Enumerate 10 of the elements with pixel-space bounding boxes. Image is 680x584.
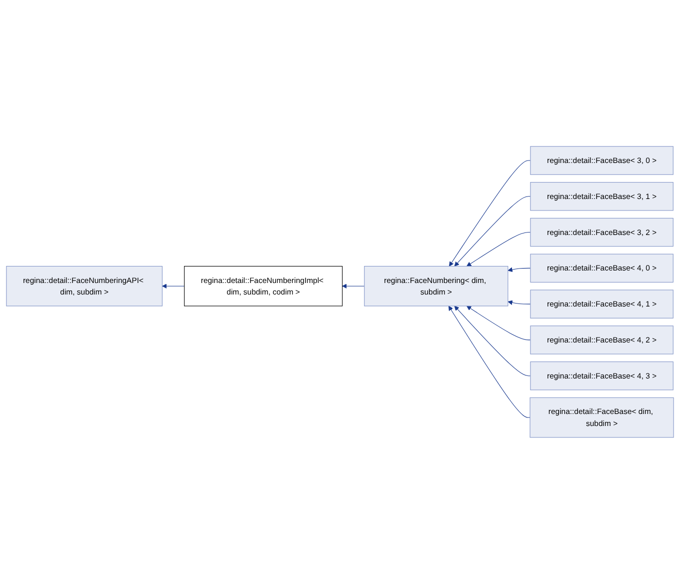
arrow (466, 306, 531, 340)
arrow (454, 196, 531, 267)
arrow (448, 306, 530, 418)
arrow (466, 232, 531, 267)
arrow (454, 306, 531, 376)
arrow (449, 160, 531, 267)
arrow (508, 300, 531, 306)
arrow (508, 267, 531, 272)
arrow (342, 284, 365, 289)
arrow (162, 284, 185, 289)
